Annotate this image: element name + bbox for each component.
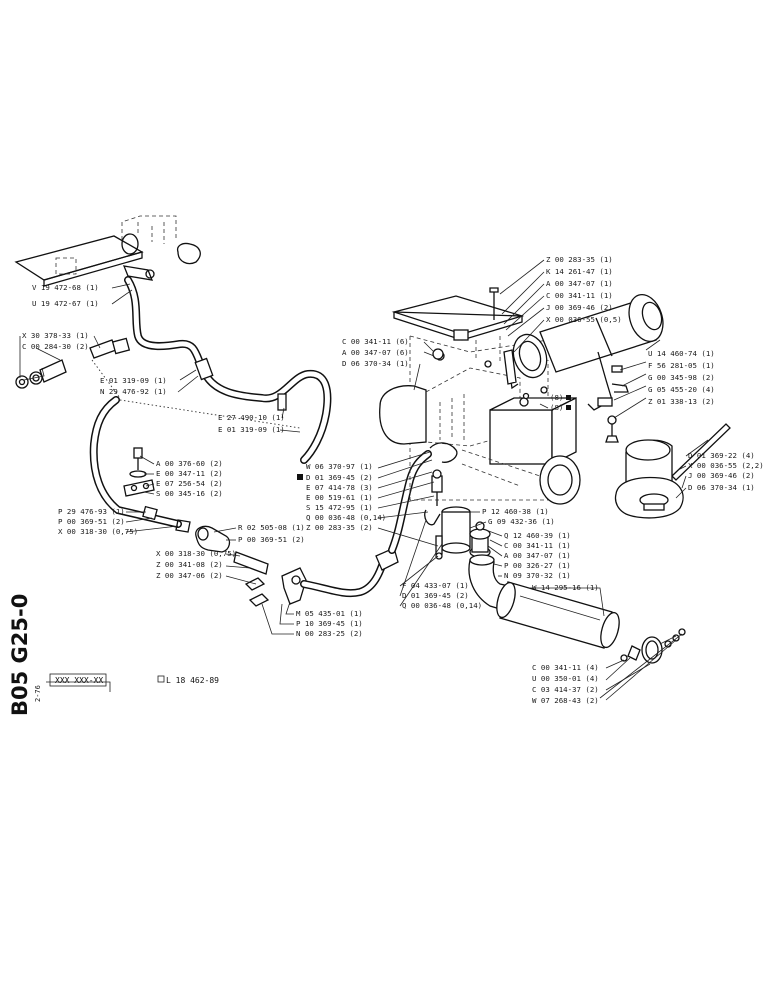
- callout-e27490-10: E 27 490-10 (1): [218, 413, 285, 422]
- callout-w14295-16: W 14 295-16 (1): [532, 583, 599, 592]
- callout-z01338-13: Z 01 338-13 (2): [648, 397, 715, 406]
- callout-f04433-07: F 04 433-07 (1): [402, 581, 469, 590]
- callout-x00318-30-b: X 00 318-30 (0,75): [156, 549, 236, 558]
- callout-z00347-06: Z 00 347-06 (2): [156, 571, 223, 580]
- callout-u14460-74: U 14 460-74 (1): [648, 349, 715, 358]
- callout-x30378-33: X 30 378-33 (1): [22, 331, 89, 340]
- hose-assembly-drawing: [89, 276, 332, 533]
- part-number-box: XXX XXX-XX: [55, 676, 103, 685]
- callout-c03414-37: C 03 414-37 (2): [532, 685, 599, 694]
- lower-pipe-drawing: [195, 450, 432, 605]
- callout-e00347-11: E 00 347-11 (2): [156, 469, 223, 478]
- callout-q12460-39: Q 12 460-39 (1): [504, 531, 571, 540]
- callout-c00341-11-c: C 00 341-11 (1): [504, 541, 571, 550]
- hose-fittings-drawing: [15, 337, 131, 389]
- callout-f56281-05: F 56 281-05 (1): [648, 361, 715, 370]
- sheet-sub-code: 2-76: [34, 685, 42, 702]
- callout-q00036-48-a: Q 00 036-48 (0,14): [306, 513, 386, 522]
- hose-clamp-drawing: [620, 628, 686, 664]
- callout-r02505-08: R 02 505-08 (1): [238, 523, 305, 532]
- sheet-code-block: B05 G25-0 2-76: [8, 594, 42, 716]
- engine-drawing: [379, 295, 581, 505]
- callout-ref8-b: (8): [550, 403, 563, 412]
- callout-q00036-48-b: Q 00 036-48 (0,14): [402, 601, 482, 610]
- callout-z00283-35-a: Z 00 283-35 (2): [306, 523, 373, 532]
- callout-x00318-30-a: X 00 318-30 (0,75): [58, 527, 138, 536]
- filled-square-marker: [566, 395, 571, 400]
- callout-g00345-98: G 00 345-98 (2): [648, 373, 715, 382]
- filled-square-marker: [566, 405, 571, 410]
- callout-u19472-67: U 19 472-67 (1): [32, 299, 99, 308]
- callout-j00369-46-a: J 00 369-46 (2): [546, 303, 613, 312]
- callout-a00347-07-a: A 00 347-07 (6): [342, 348, 409, 357]
- callout-d01369-45-b: D 01 369-45 (2): [402, 591, 469, 600]
- leader-lines: [19, 259, 709, 701]
- callout-a00376-60: A 00 376-60 (2): [156, 459, 223, 468]
- reference-box-icon: [157, 675, 165, 683]
- callout-p29476-93: P 29 476-93 (1): [58, 507, 125, 516]
- callout-c00341-11-b: C 00 341-11 (1): [546, 291, 613, 300]
- callout-c00341-11-a: C 00 341-11 (6): [342, 337, 409, 346]
- callout-ref8-a: (8): [550, 393, 563, 402]
- callout-p00326-27: P 00 326-27 (1): [504, 561, 571, 570]
- callout-labels: V 19 472-68 (1) U 19 472-67 (1) X 30 378…: [22, 255, 764, 705]
- callout-w06370-97: W 06 370-97 (1): [306, 462, 373, 471]
- callout-p00369-51-a: P 00 369-51 (2): [58, 517, 125, 526]
- callout-e00519-61: E 00 519-61 (1): [306, 493, 373, 502]
- callout-p10369-45: P 10 369-45 (1): [296, 619, 363, 628]
- callout-g05455-20: G 05 455-20 (4): [648, 385, 715, 394]
- callout-j00369-46-b: J 00 369-46 (2): [688, 471, 755, 480]
- callout-g09432-36: G 09 432-36 (1): [488, 517, 555, 526]
- callout-a00347-07-b: A 00 347-07 (1): [546, 279, 613, 288]
- footer-reference: XXX XXX-XX L 18 462-89: [46, 673, 219, 692]
- callout-d01369-45-a: D 01 369-45 (2): [306, 473, 373, 482]
- callout-p12460-38: P 12 460-38 (1): [482, 507, 549, 516]
- callout-w07268-43: W 07 268-43 (2): [532, 696, 599, 705]
- callout-d06370-34-a: D 06 370-34 (1): [342, 359, 409, 368]
- callout-x00036-55-a: X 00 036-55 (0,5): [546, 315, 622, 324]
- callout-e07256-54: E 07 256-54 (2): [156, 479, 223, 488]
- mounting-bracket-drawing: [14, 215, 201, 287]
- callout-n00283-25: N 00 283-25 (2): [296, 629, 363, 638]
- callout-z00283-35-b: Z 00 283-35 (1): [546, 255, 613, 264]
- callout-c00284-30: C 00 284-30 (2): [22, 342, 89, 351]
- bolts-drawing: [248, 287, 548, 607]
- callout-e07414-78: E 07 414-78 (3): [306, 483, 373, 492]
- callout-v19472-68: V 19 472-68 (1): [32, 283, 99, 292]
- callout-d06370-34-b: D 06 370-34 (1): [688, 483, 755, 492]
- callout-c00341-11-d: C 00 341-11 (4): [532, 663, 599, 672]
- callout-e01319-09-b: E 01 319-09 (1): [218, 425, 285, 434]
- clamp-group-drawing: [123, 447, 155, 497]
- callout-e01319-09-a: E 01 319-09 (1): [100, 376, 167, 385]
- air-filter-drawing: [503, 293, 664, 443]
- callout-x00036-55-b: X 00 036-55 (2,2): [688, 461, 764, 470]
- intake-elbow-drawing: [468, 521, 620, 649]
- callout-a00347-07-c: A 00 347-07 (1): [504, 551, 571, 560]
- callout-s15472-95: S 15 472-95 (1): [306, 503, 373, 512]
- filter-housing-drawing: [424, 469, 471, 560]
- callout-s00345-16: S 00 345-16 (2): [156, 489, 223, 498]
- callout-k14261-47: K 14 261-47 (1): [546, 267, 613, 276]
- callout-z00341-08: Z 00 341-08 (2): [156, 560, 223, 569]
- callout-n09370-32: N 09 370-32 (1): [504, 571, 571, 580]
- reference-number: L 18 462-89: [166, 676, 219, 685]
- filled-square-marker: [297, 474, 303, 480]
- callout-u00350-01: U 00 350-01 (4): [532, 674, 599, 683]
- callout-n29476-92: N 29 476-92 (1): [100, 387, 167, 396]
- sheet-code: B05 G25-0: [8, 594, 32, 716]
- callout-d01369-22: D 01 369-22 (4): [688, 451, 755, 460]
- callout-p00369-51-b: P 00 369-51 (2): [238, 535, 305, 544]
- callout-m05435-01: M 05 435-01 (1): [296, 609, 363, 618]
- pre-cleaner-drawing: [614, 423, 731, 519]
